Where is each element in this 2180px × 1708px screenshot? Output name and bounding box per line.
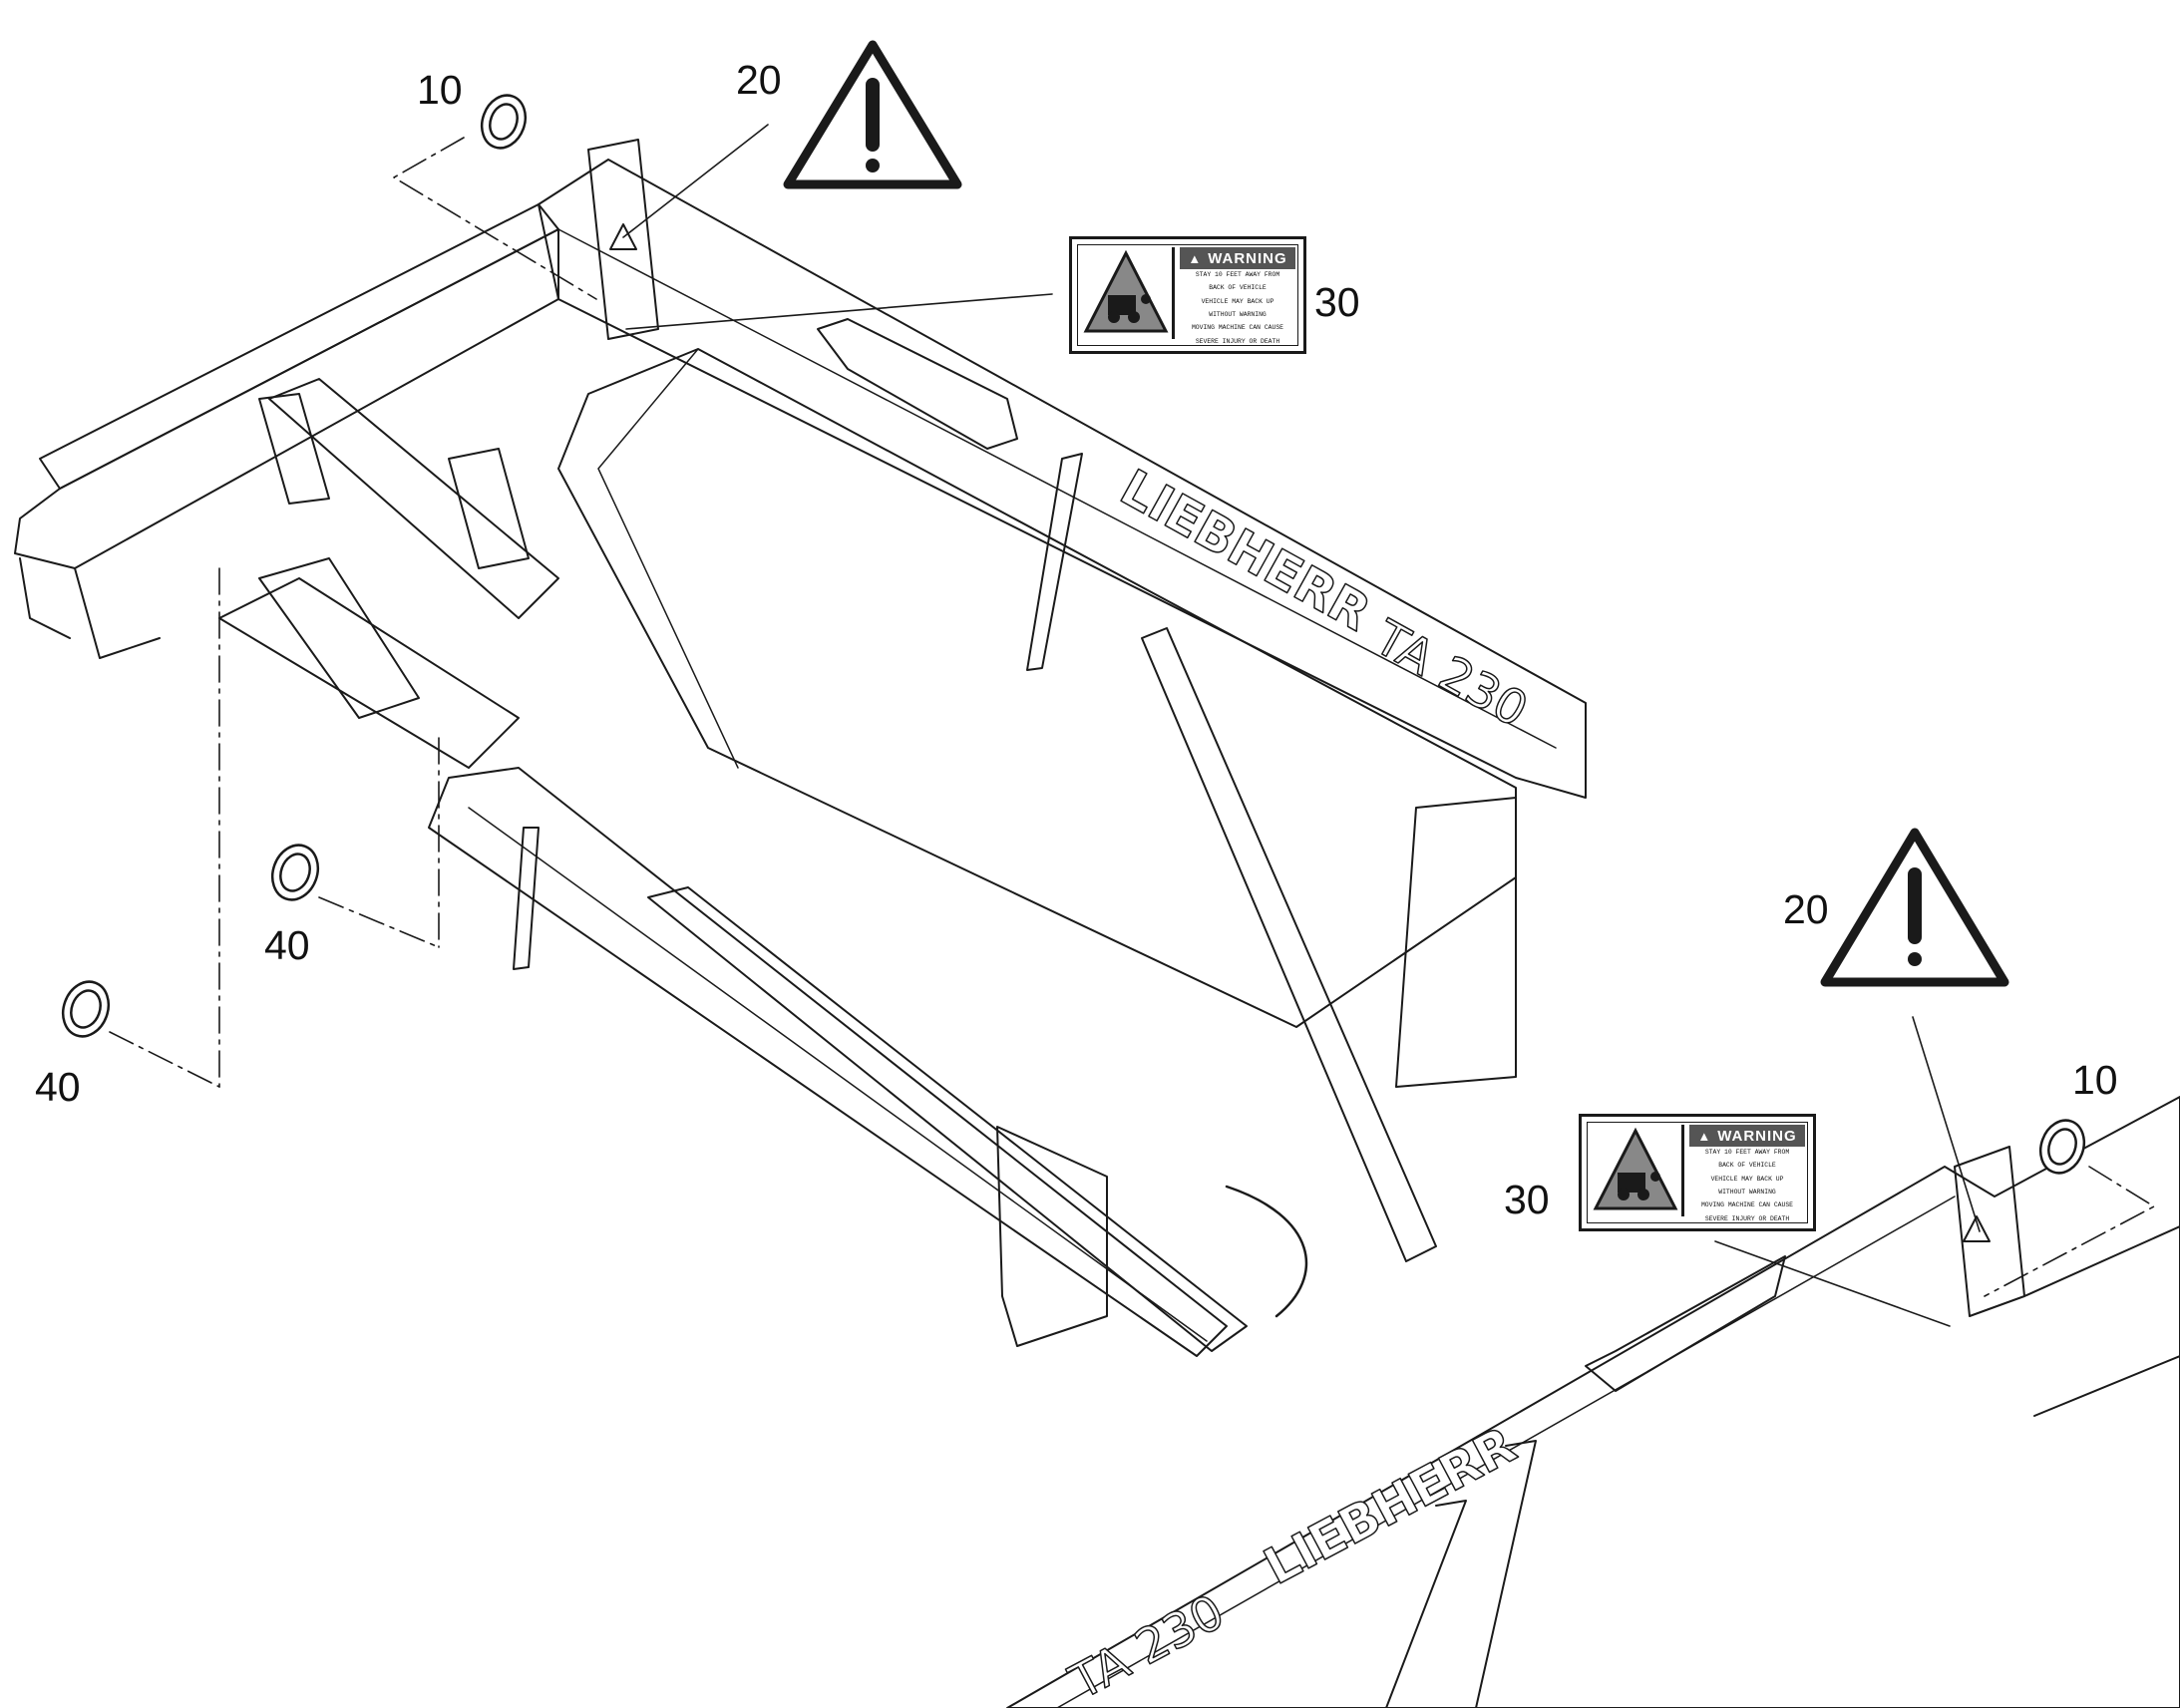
detail-logo: LIEBHERR [1255,1416,1525,1596]
mesh-cap-icon [2038,1119,2086,1175]
cylinder-small-2 [513,827,540,970]
warning-decal: ▲ WARNING STAY 10 FEET AWAY FROM BACK OF… [1069,236,1306,354]
callout-10-right: 10 [2072,1057,2118,1103]
detail-model: TA 230 [1060,1584,1233,1708]
detail-upright [1954,1146,2025,1317]
top-beam-face [14,228,559,569]
warning-triangle-icon [609,223,637,250]
decal-header: WARNING [1208,249,1287,267]
warning-triangle-icon [1963,1215,1991,1242]
detail-panel-cutout [1585,1255,1786,1392]
decal-line: BACK OF VEHICLE [1209,284,1267,292]
crush-hazard-icon [1593,1125,1684,1216]
decal-line: SEVERE INJURY OR DEATH [1704,1214,1790,1222]
callout-40-mid: 40 [264,922,310,968]
callout-20-top: 20 [736,57,782,103]
hydraulic-hose [1225,1185,1308,1318]
crush-hazard-icon [1083,247,1175,339]
warning-triangle-icon: ▲ [1188,250,1203,266]
callout-30-right: 30 [1504,1177,1550,1222]
phantom-lines [109,137,2155,1297]
callout-40-low: 40 [35,1064,81,1110]
mud-flap [996,1126,1108,1347]
warning-triangle-icon [1820,828,2009,987]
side-flap [1395,797,1517,1088]
cylinder-rear [647,886,1248,1352]
cylinder-front [1141,627,1437,1262]
callout-30-top: 30 [1314,279,1360,325]
cylinder-small-1 [1026,453,1083,671]
decal-header: WARNING [1717,1127,1797,1145]
decal-line: BACK OF VEHICLE [1718,1162,1776,1170]
side-panel [538,159,1587,799]
warning-triangle-icon [783,40,962,189]
callout-20-right: 20 [1783,886,1829,932]
callout-10-top: 10 [417,67,463,113]
warning-triangle-icon: ▲ [1697,1128,1712,1144]
decal-line: WITHOUT WARNING [1209,311,1267,319]
main-logo: LIEBHERR [1111,459,1379,642]
top-beam [39,203,559,490]
decal-line: MOVING MACHINE CAN CAUSE [1700,1201,1794,1209]
mesh-cap-icon [61,980,111,1038]
warning-decal: ▲ WARNING STAY 10 FEET AWAY FROM BACK OF… [1579,1114,1816,1231]
decal-line: WITHOUT WARNING [1718,1189,1776,1196]
lower-beam [428,767,1228,1357]
detail-side-panel [1006,1096,2180,1708]
leader-lines [622,124,1981,1327]
decal-line: STAY 10 FEET AWAY FROM [1704,1149,1790,1156]
decal-line: STAY 10 FEET AWAY FROM [1195,271,1280,278]
mesh-cap-icon [270,844,320,901]
mesh-cap-icon [480,94,528,150]
decal-line: VEHICLE MAY BACK UP [1710,1175,1784,1183]
decal-line: MOVING MACHINE CAN CAUSE [1191,324,1284,332]
panel-cutout [817,318,1018,450]
decal-line: VEHICLE MAY BACK UP [1201,297,1274,305]
deck [557,348,1517,1028]
decal-line: SEVERE INJURY OR DEATH [1195,337,1280,345]
